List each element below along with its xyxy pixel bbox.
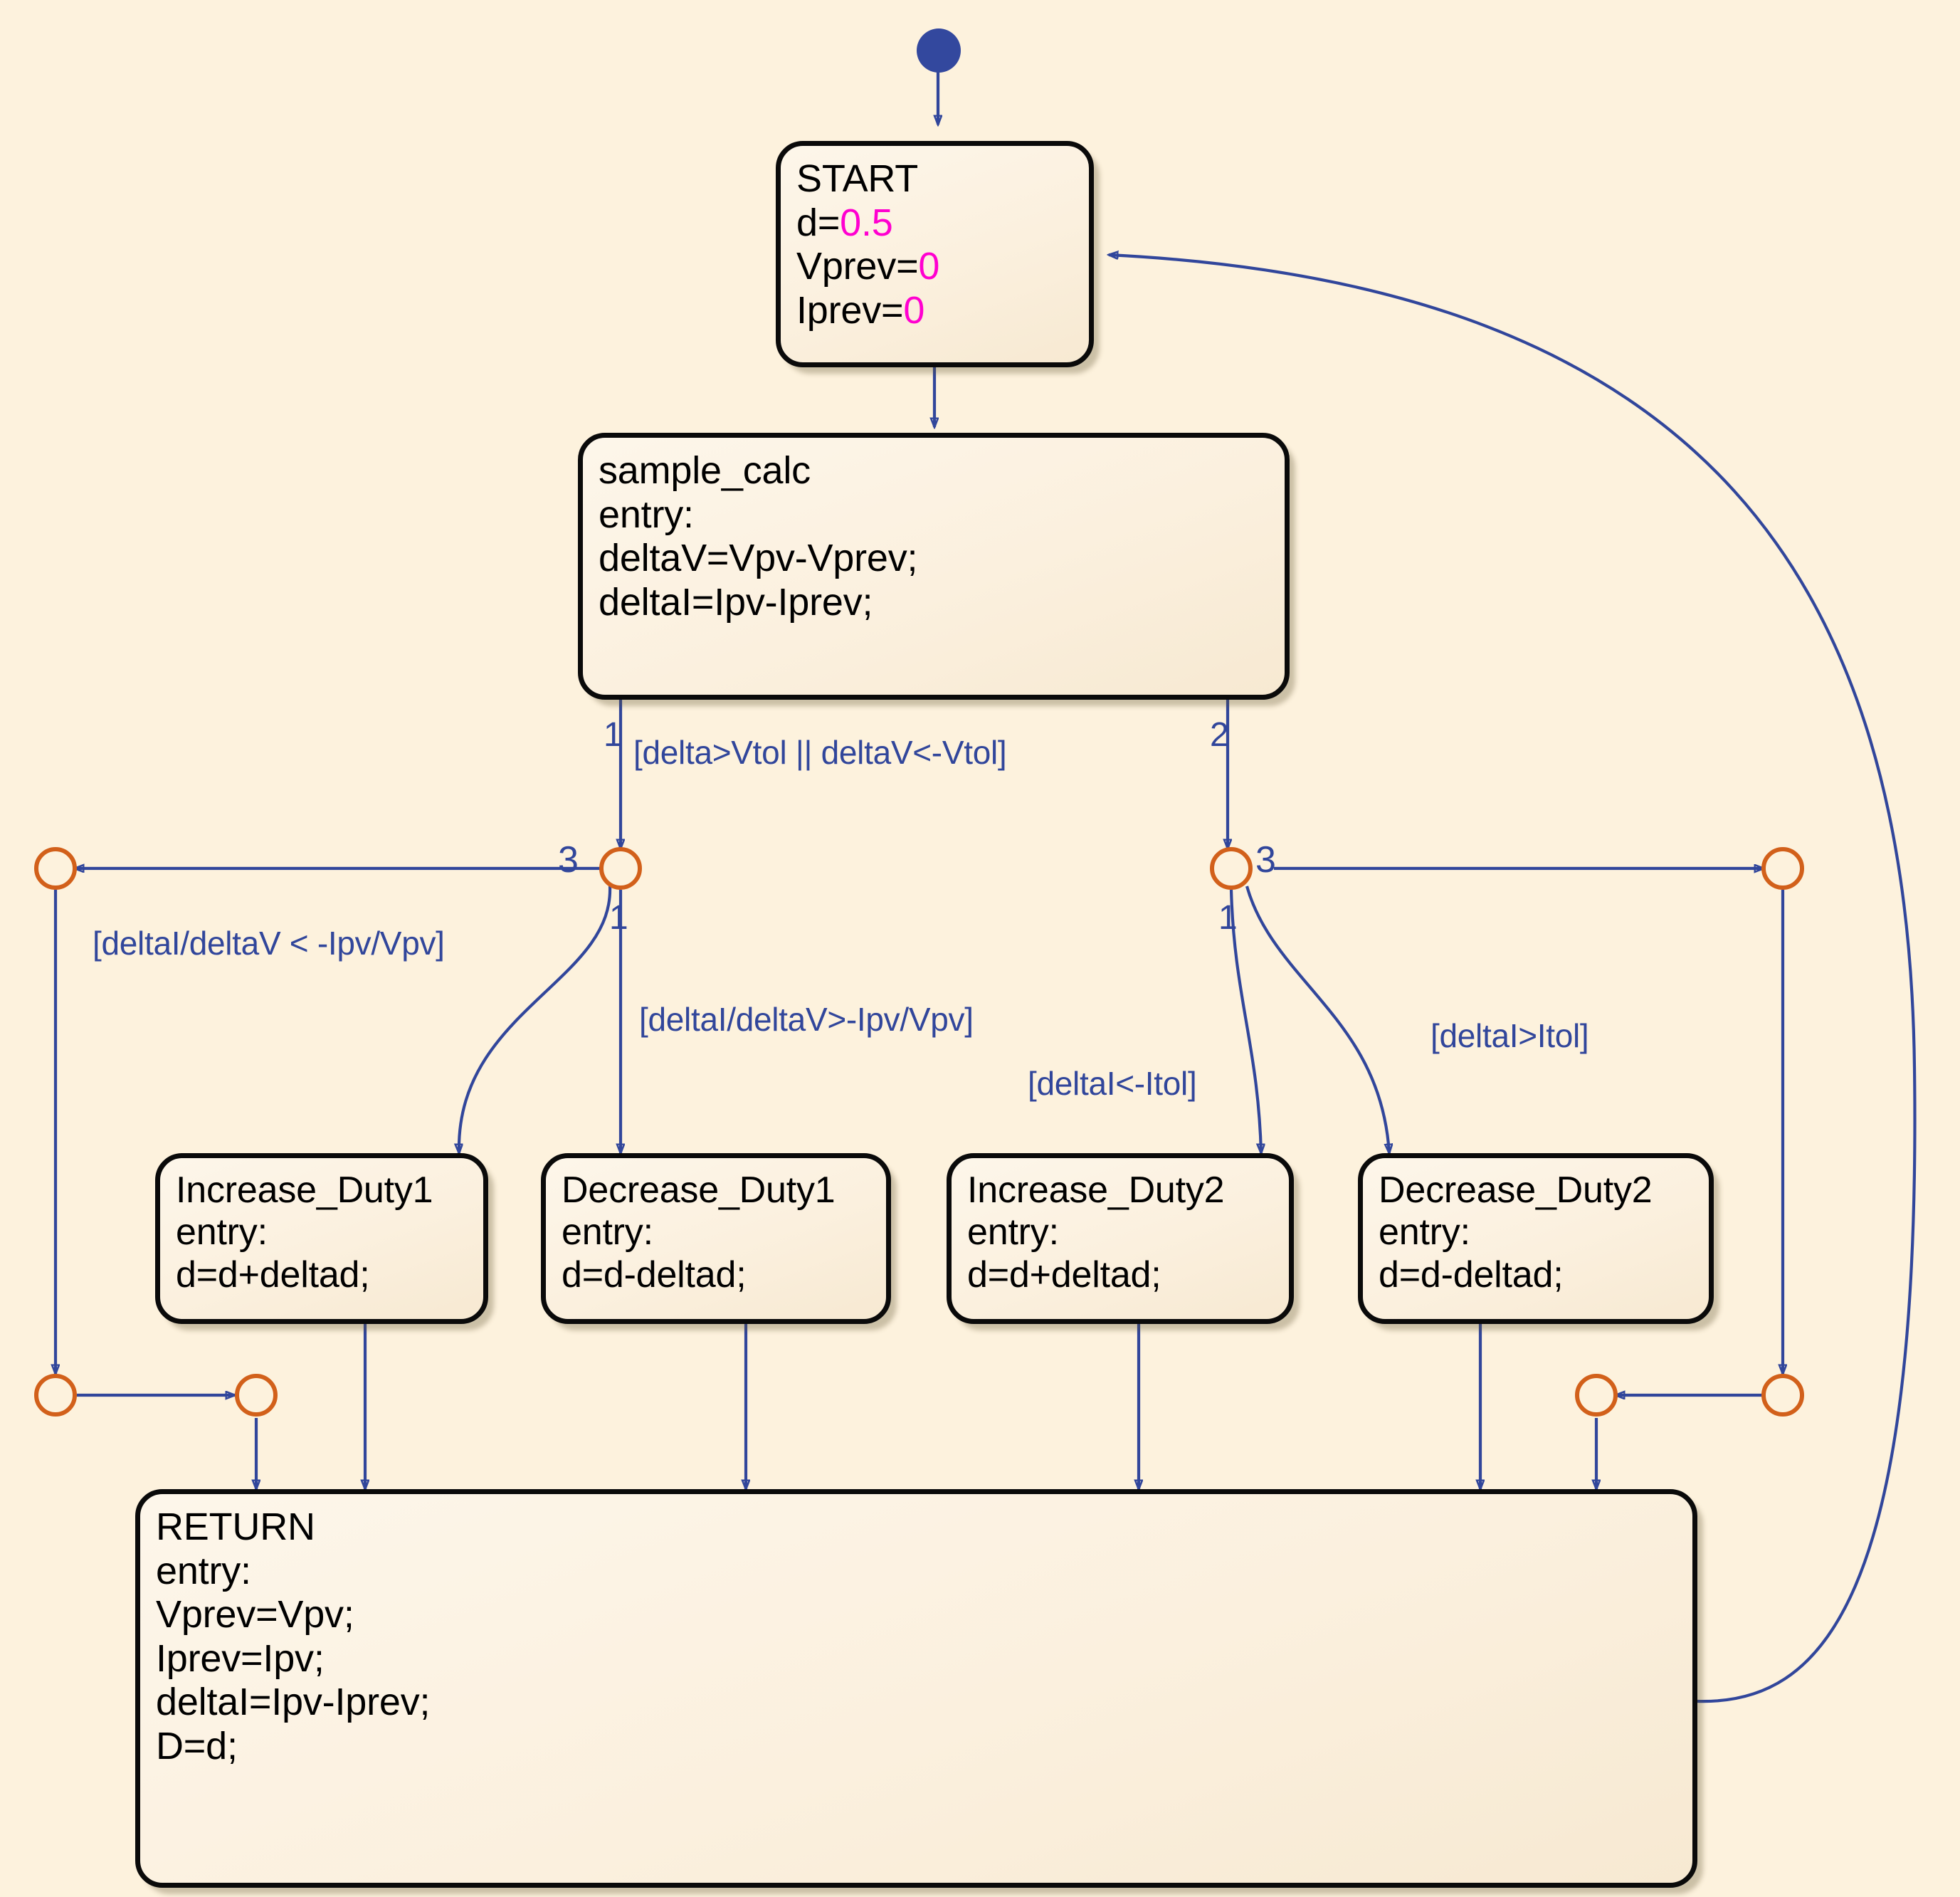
state-decrease-duty2-line-1: entry: [1379, 1212, 1470, 1254]
state-return-line-1: entry: [156, 1549, 251, 1592]
transition-order-3-left-junction: 3 [558, 839, 579, 881]
state-decrease-duty2[interactable]: Decrease_Duty2 entry: d=d-deltad; [1358, 1153, 1714, 1324]
transition-label-decrease-duty2: [deltaI>Itol] [1431, 1017, 1589, 1054]
state-start-title: START [796, 157, 919, 200]
state-decrease-duty1-title: Decrease_Duty1 [562, 1170, 836, 1211]
state-return-line-5: D=d; [156, 1724, 238, 1767]
transition-order-2-right: 2 [1210, 716, 1229, 754]
state-increase-duty1[interactable]: Increase_Duty1 entry: d=d+deltad; [155, 1153, 488, 1324]
junction-branch-left[interactable] [599, 847, 642, 890]
state-start-line-3: Iprev=0 [796, 288, 925, 332]
junction-far-left[interactable] [34, 847, 77, 890]
state-sample-calc[interactable]: sample_calc entry: deltaV=Vpv-Vprev; del… [578, 433, 1290, 700]
state-return-line-3: Iprev=Ipv; [156, 1636, 325, 1680]
state-decrease-duty2-line-2: d=d-deltad; [1379, 1254, 1564, 1296]
wire-rightjunc-to-decrease2 [1245, 886, 1389, 1153]
state-sample-calc-line-2: deltaV=Vpv-Vprev; [599, 537, 918, 580]
state-decrease-duty2-title: Decrease_Duty2 [1379, 1170, 1653, 1211]
state-increase-duty1-line-2: d=d+deltad; [176, 1254, 370, 1296]
transition-label-increase-duty2: [deltaI<-Itol] [1028, 1065, 1197, 1102]
state-increase-duty1-line-1: entry: [176, 1212, 268, 1254]
state-decrease-duty1[interactable]: Decrease_Duty1 entry: d=d-deltad; [541, 1153, 891, 1324]
transition-label-increase-duty1: [deltaI/deltaV < -Ipv/Vpv] [93, 925, 445, 962]
state-return-line-2: Vprev=Vpv; [156, 1593, 354, 1636]
junction-bottom-left-2[interactable] [235, 1374, 278, 1417]
state-start-line-1: d=0.5 [796, 201, 893, 244]
junction-branch-right[interactable] [1210, 847, 1253, 890]
state-decrease-duty1-line-1: entry: [562, 1212, 653, 1254]
junction-far-right[interactable] [1761, 847, 1804, 890]
state-increase-duty2-line-1: entry: [967, 1212, 1059, 1254]
junction-bottom-left-1[interactable] [34, 1374, 77, 1417]
transition-order-1-right-junction: 1 [1218, 899, 1238, 937]
transition-label-voltage-tolerance: [delta>Vtol || deltaV<-Vtol] [633, 734, 1007, 771]
junction-bottom-right-2[interactable] [1575, 1374, 1618, 1417]
state-return[interactable]: RETURN entry: Vprev=Vpv; Iprev=Ipv; delt… [135, 1489, 1697, 1888]
transition-order-1-left: 1 [604, 716, 623, 754]
transition-order-3-right-junction: 3 [1255, 839, 1276, 881]
state-increase-duty2[interactable]: Increase_Duty2 entry: d=d+deltad; [947, 1153, 1294, 1324]
state-increase-duty1-title: Increase_Duty1 [176, 1170, 433, 1211]
state-sample-calc-line-3: deltaI=Ipv-Iprev; [599, 580, 873, 624]
transition-label-decrease-duty1: [deltaI/deltaV>-Ipv/Vpv] [639, 1001, 974, 1038]
wire-leftjunc-to-increase1 [459, 886, 612, 1153]
state-decrease-duty1-line-2: d=d-deltad; [562, 1254, 747, 1296]
state-start-line-2: Vprev=0 [796, 245, 940, 288]
state-return-title: RETURN [156, 1505, 315, 1548]
junction-bottom-right-1[interactable] [1761, 1374, 1804, 1417]
state-increase-duty2-line-2: d=d+deltad; [967, 1254, 1161, 1296]
state-sample-calc-title: sample_calc [599, 449, 811, 492]
state-return-line-4: deltaI=Ipv-Iprev; [156, 1681, 431, 1724]
transition-order-1-left-junction: 1 [609, 899, 628, 937]
default-transition-dot [917, 28, 961, 73]
state-sample-calc-line-1: entry: [599, 493, 694, 536]
state-increase-duty2-title: Increase_Duty2 [967, 1170, 1225, 1211]
state-start[interactable]: START d=0.5 Vprev=0 Iprev=0 [776, 141, 1094, 367]
